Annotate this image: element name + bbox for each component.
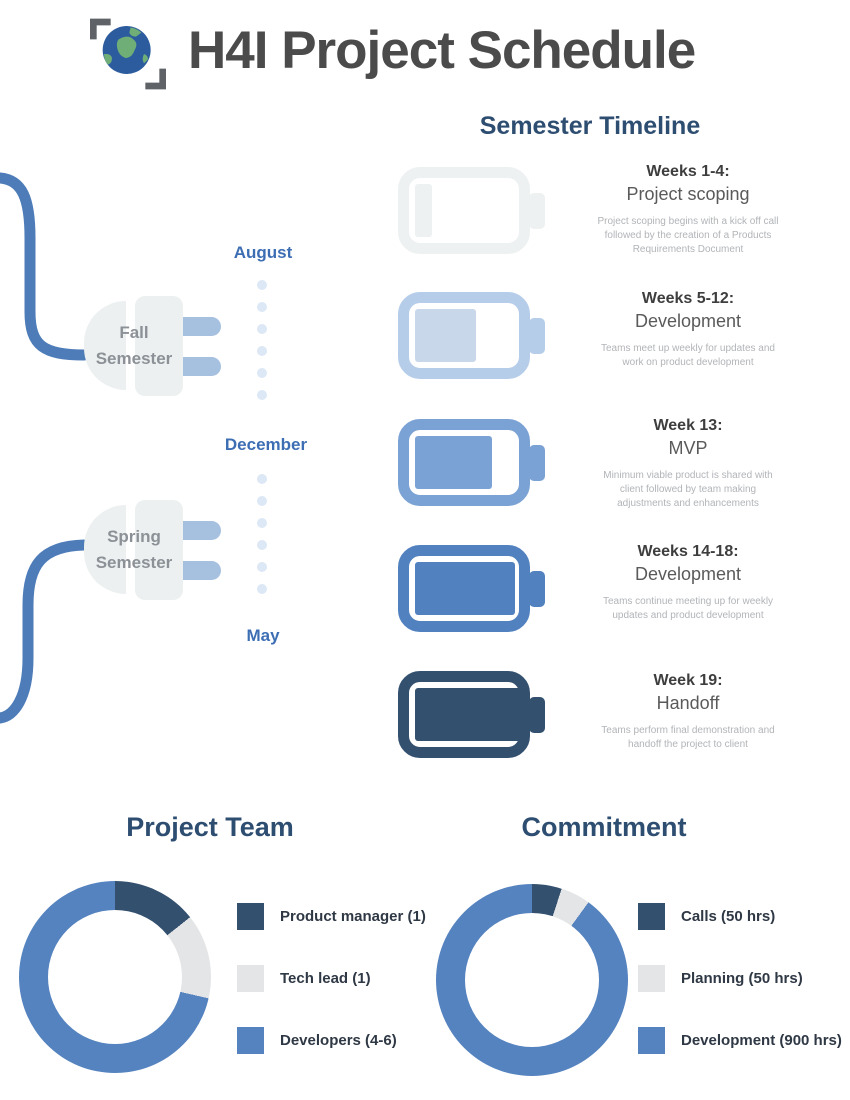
plug-prong-icon (183, 561, 221, 580)
dotted-timeline-connector (256, 280, 268, 400)
timeline-item: Weeks 14-18: Development Teams continue … (592, 543, 784, 623)
battery-icon-weeks-5-12 (398, 292, 545, 379)
legend-label: Calls (50 hrs) (681, 908, 776, 925)
legend-swatch (638, 1027, 665, 1054)
plug-bar (135, 296, 183, 396)
legend-swatch (638, 903, 665, 930)
dotted-timeline-connector (256, 474, 268, 594)
month-august: August (233, 243, 293, 262)
commitment-donut-chart (436, 884, 628, 1076)
project-team-donut-chart (19, 881, 211, 1073)
month-december: December (224, 435, 308, 454)
fall-semester-label: Fall Semester (95, 323, 173, 368)
battery-icon-weeks-1-4 (398, 167, 545, 254)
month-may: May (246, 626, 280, 645)
phase-description: Teams meet up weekly for updates and wor… (601, 343, 775, 368)
legend-swatch (237, 1027, 264, 1054)
phase-description: Project scoping begins with a kick off c… (597, 216, 779, 255)
timeline-item: Week 13: MVP Minimum viable product is s… (592, 417, 784, 511)
phase-label: Development (634, 311, 742, 331)
spring-plug-icon: Spring Semester (84, 500, 224, 600)
legend-label: Developers (4-6) (280, 1032, 397, 1049)
spring-cord-line (0, 539, 90, 724)
power-cord-lines (0, 172, 90, 724)
weeks-label: Weeks 5-12: (641, 290, 735, 307)
spring-semester-label: Spring Semester (95, 527, 173, 572)
phase-label: Project scoping (626, 184, 750, 204)
timeline-item: Weeks 5-12: Development Teams meet up we… (592, 290, 784, 370)
phase-label: MVP (668, 438, 708, 458)
phase-description: Teams continue meeting up for weekly upd… (602, 596, 774, 621)
legend-swatch (237, 965, 264, 992)
globe-logo-icon (90, 18, 166, 90)
battery-icon-weeks-14-18 (398, 545, 545, 632)
weeks-label: Week 19: (653, 672, 723, 689)
timeline-item: Week 19: Handoff Teams perform final dem… (592, 672, 784, 752)
plug-prong-icon (183, 357, 221, 376)
commitment-heading: Commitment (521, 812, 687, 842)
legend-label: Tech lead (1) (280, 970, 371, 987)
legend-swatch (237, 903, 264, 930)
legend-label: Planning (50 hrs) (681, 970, 803, 987)
phase-description: Minimum viable product is shared with cl… (603, 470, 773, 509)
plug-bar (135, 500, 183, 600)
weeks-label: Week 13: (653, 417, 723, 434)
weeks-label: Weeks 1-4: (646, 163, 730, 180)
phase-label: Development (634, 564, 742, 584)
phase-label: Handoff (656, 693, 720, 713)
weeks-label: Weeks 14-18: (637, 543, 739, 560)
semester-timeline-heading: Semester Timeline (479, 112, 701, 140)
fall-plug-icon: Fall Semester (84, 296, 224, 396)
legend-label: Product manager (1) (280, 908, 426, 925)
battery-icon-week-13 (398, 419, 545, 506)
legend-swatch (638, 965, 665, 992)
legend-label: Development (900 hrs) (681, 1032, 842, 1049)
battery-icon-week-19 (398, 671, 545, 758)
plug-prong-icon (183, 317, 221, 336)
fall-cord-line (0, 172, 90, 361)
page-title: H4I Project Schedule (188, 21, 696, 80)
project-team-heading: Project Team (126, 812, 294, 842)
timeline-item: Weeks 1-4: Project scoping Project scopi… (592, 163, 784, 257)
phase-description: Teams perform final demonstration and ha… (601, 725, 775, 750)
plug-prong-icon (183, 521, 221, 540)
